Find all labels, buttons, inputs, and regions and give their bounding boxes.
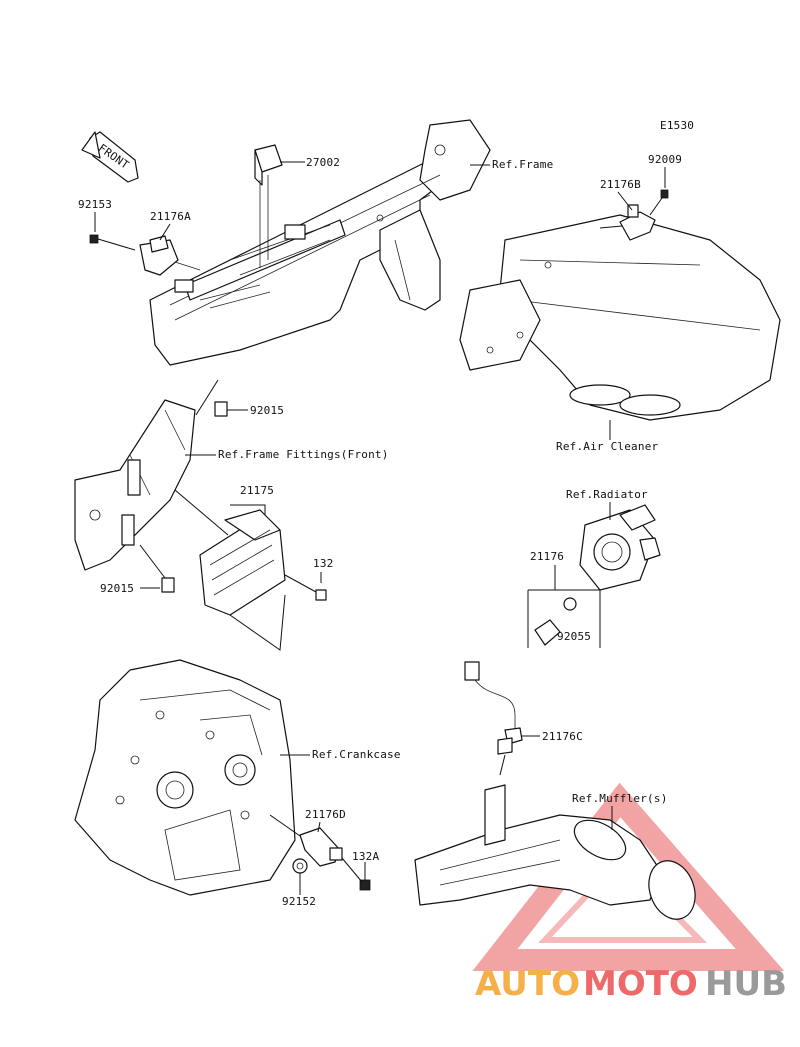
label-132a: 132A [352, 850, 379, 863]
part-21176c-oxygen-sensor [464, 661, 523, 776]
label-21175: 21175 [240, 484, 274, 497]
crankcase-illustration [74, 659, 296, 896]
part-92009-screw [649, 189, 669, 216]
part-21176d-sensor [269, 814, 343, 867]
part-132a-bolt [341, 857, 371, 891]
air-cleaner-illustration [459, 214, 781, 421]
frame-illustration [149, 119, 491, 366]
label-21176: 21176 [530, 550, 564, 563]
diagram-code: E1530 [660, 119, 694, 132]
part-132-bolt [284, 572, 327, 601]
part-92153-bolt [89, 234, 136, 251]
label-21176a: 21176A [150, 210, 191, 223]
label-ref-frame: Ref.Frame [492, 158, 553, 171]
watermark-moto: MOTO [583, 964, 698, 1004]
part-21176b-sensor [599, 204, 656, 241]
part-92152-washer [292, 858, 308, 895]
label-21176c: 21176C [542, 730, 583, 743]
label-92015-top: 92015 [250, 404, 284, 417]
watermark-brand-text: AUTO MOTO HUB [475, 964, 787, 1004]
label-21176b: 21176B [600, 178, 641, 191]
label-ref-frame-fittings: Ref.Frame Fittings(Front) [218, 448, 389, 461]
part-21176-temp-sensor [527, 589, 601, 648]
part-21176a-sensor [139, 235, 201, 276]
label-21176d: 21176D [305, 808, 346, 821]
label-ref-radiator: Ref.Radiator [566, 488, 648, 501]
part-27002-connector [254, 144, 305, 268]
label-92152: 92152 [282, 895, 316, 908]
label-27002: 27002 [306, 156, 340, 169]
label-92009: 92009 [648, 153, 682, 166]
label-92055: 92055 [557, 630, 591, 643]
muffler-illustration [414, 784, 696, 920]
label-92015-bottom: 92015 [100, 582, 134, 595]
front-direction-badge: FRONT [81, 131, 139, 183]
part-92015-clip-bottom [161, 577, 175, 593]
part-92015-clip-top [214, 401, 248, 417]
label-ref-air-cleaner: Ref.Air Cleaner [556, 440, 659, 453]
watermark-hub: HUB [705, 964, 787, 1004]
label-92153: 92153 [78, 198, 112, 211]
label-132: 132 [313, 557, 333, 570]
part-21175-ecu [199, 504, 286, 616]
label-ref-crankcase: Ref.Crankcase [312, 748, 401, 761]
watermark-auto: AUTO [475, 964, 580, 1004]
radiator-housing-illustration [579, 504, 661, 591]
label-ref-muffler: Ref.Muffler(s) [572, 792, 668, 805]
frame-fittings-illustration [74, 399, 196, 571]
